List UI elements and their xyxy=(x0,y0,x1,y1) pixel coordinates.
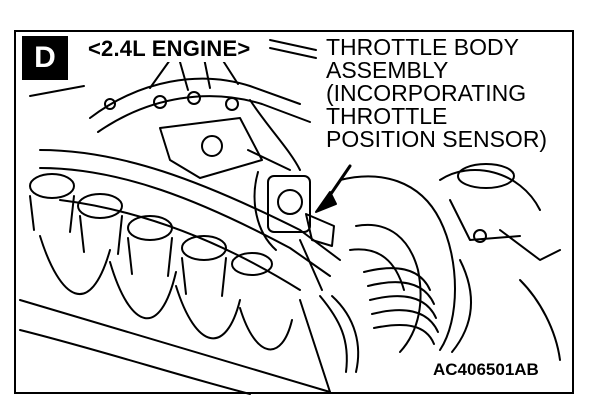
callout-line: THROTTLE BODY xyxy=(326,34,519,60)
callout-line: POSITION SENSOR) xyxy=(326,126,548,152)
callout-line: THROTTLE xyxy=(326,103,448,129)
callout-line: (INCORPORATING xyxy=(326,80,527,106)
throttle-body-callout: THROTTLE BODY ASSEMBLY (INCORPORATING TH… xyxy=(322,34,552,153)
view-letter-badge: D xyxy=(22,36,68,80)
figure-id: AC406501AB xyxy=(430,360,542,380)
engine-label: <2.4L ENGINE> xyxy=(84,36,255,62)
callout-line: ASSEMBLY xyxy=(326,57,449,83)
figure-frame xyxy=(14,30,574,394)
